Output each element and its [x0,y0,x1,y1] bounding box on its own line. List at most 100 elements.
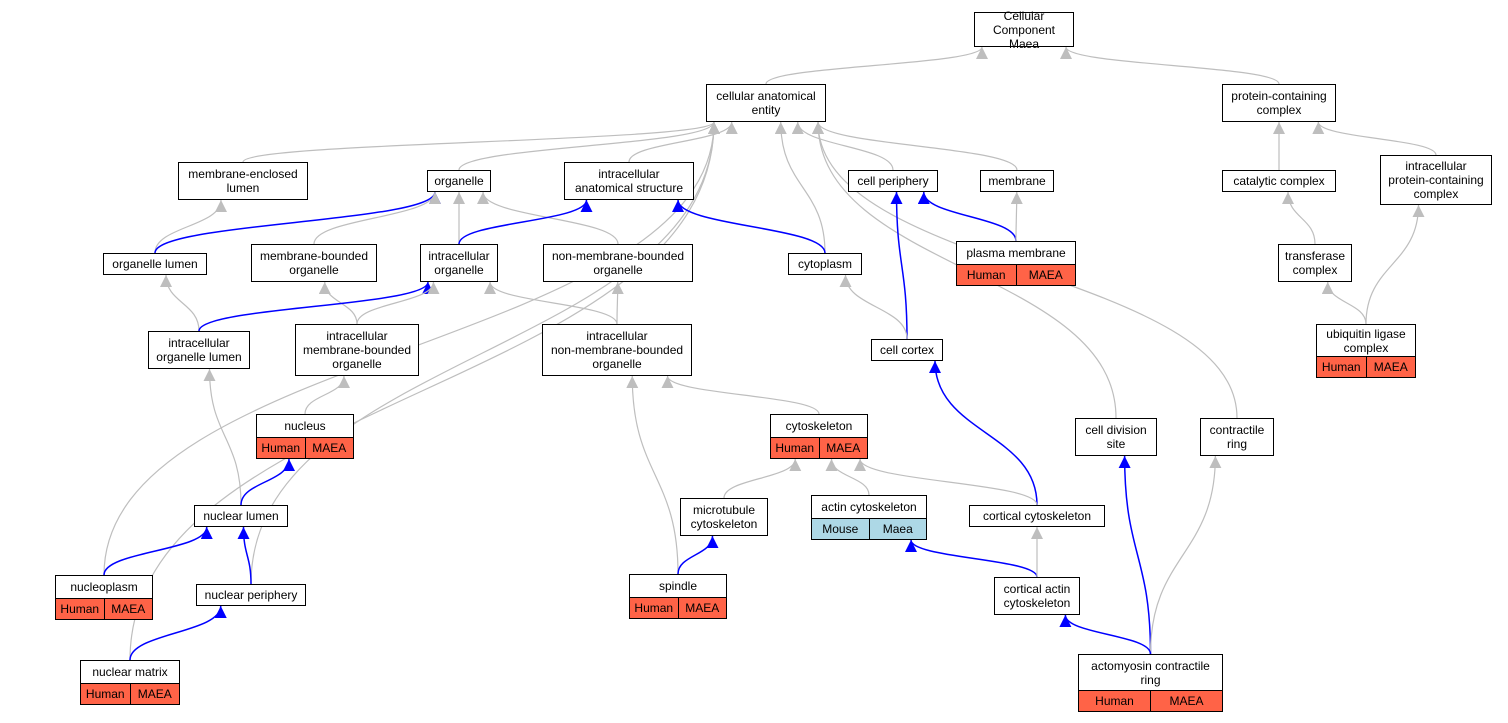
term-label: nuclear matrix [92,665,168,679]
edge-nmbo-to-org [477,191,619,245]
edge-npl-to-nlum [103,526,213,576]
edge-amcr-to-cacsk [1059,614,1152,655]
term-node-nper[interactable]: nuclear periphery [196,584,306,606]
edge-amcr-to-cr [1149,455,1222,655]
species-tag: Mouse [812,519,869,539]
term-node-nmbo[interactable]: non-membrane-bounded organelle [543,244,693,282]
edge-mtc-to-cysk [723,458,802,499]
species-tag: Human [56,599,104,619]
term-node-mem[interactable]: membrane [980,170,1054,192]
edge-io-to-ias [458,199,593,245]
term-node-mbo[interactable]: membrane-bounded organelle [251,244,377,282]
term-node-mel[interactable]: membrane-enclosed lumen [178,162,308,200]
term-label: plasma membrane [966,246,1066,260]
species-tag: Human [771,438,819,458]
term-label: spindle [658,579,698,593]
term-node-cper[interactable]: cell periphery [848,170,938,192]
edge-iol-to-orglum [160,274,200,332]
edge-cyto-to-cae [774,121,826,254]
edge-ipcc-to-pcc [1312,121,1437,156]
edge-ccsk-to-cysk [854,458,1038,506]
term-node-iol[interactable]: intracellular organelle lumen [148,331,250,369]
edge-imbo-to-io [356,281,440,325]
gene-tag: MAEA [1015,265,1075,285]
species-tag: Human [81,684,130,704]
edge-nmat-to-nper [129,605,227,661]
term-label: organelle [434,174,484,188]
term-label: intracellular protein-containing complex [1388,159,1484,201]
term-node-pcc[interactable]: protein-containing complex [1222,84,1336,122]
term-node-mtc[interactable]: microtubule cytoskeleton [680,498,768,536]
term-label: cell division site [1085,423,1147,451]
edge-nper-to-nlum [237,526,252,585]
term-label: cell cortex [879,343,935,357]
edge-inmbo-to-nmbo [611,281,624,325]
term-label: nucleus [284,419,326,433]
term-node-org[interactable]: organelle [427,170,491,192]
edge-ulc-to-trans [1321,281,1367,325]
term-label: cytoskeleton [785,419,853,433]
term-label: transferase complex [1284,249,1346,277]
term-node-ipcc[interactable]: intracellular protein-containing complex [1380,155,1492,205]
term-label: nuclear periphery [204,588,298,602]
edge-ias-to-cae [628,121,738,163]
gene-tag: MAEA [1365,357,1415,377]
gene-tag: MAEA [103,599,152,619]
species-tag: Human [1317,357,1366,377]
species-tag: Human [257,438,305,458]
term-node-cr[interactable]: contractile ring [1200,418,1274,456]
term-node-ccor[interactable]: cell cortex [871,339,943,361]
term-node-cyto[interactable]: cytoplasm [788,253,862,275]
edge-nlum-to-iol [203,368,242,506]
term-node-orglum[interactable]: organelle lumen [103,253,207,275]
edge-cysk-to-inmbo [661,375,820,415]
species-tag: Human [630,598,678,618]
edge-trans-to-cat [1282,191,1316,245]
edge-mel-to-cae [242,121,720,163]
term-label: protein-containing complex [1231,89,1327,117]
edge-pcc-to-root [1060,46,1280,85]
edge-spin-to-mtc [677,535,719,575]
term-node-root[interactable]: Cellular Component Maea [974,8,1074,51]
term-node-ccsk[interactable]: cortical cytoskeleton [969,505,1105,527]
edge-inmbo-to-io [484,281,618,325]
term-node-inmbo[interactable]: intracellular non-membrane-bounded organ… [542,324,692,376]
term-label: cellular anatomical entity [716,89,816,117]
edge-amcr-to-cds [1118,455,1152,655]
edge-nmat-to-cae [129,121,720,661]
term-label: intracellular non-membrane-bounded organ… [550,329,684,371]
term-node-cat[interactable]: catalytic complex [1222,170,1336,192]
term-label: catalytic complex [1233,174,1325,188]
gene-tag: MAEA [304,438,353,458]
term-label: cell periphery [857,174,929,188]
term-label: cortical actin cytoskeleton [1003,582,1071,610]
edge-nuc-to-imbo [304,375,350,415]
term-label: membrane [988,174,1046,188]
edge-mem-to-cae [812,121,1018,171]
term-label: organelle lumen [112,257,198,271]
term-node-io[interactable]: intracellular organelle [420,244,498,282]
term-node-imbo[interactable]: intracellular membrane-bounded organelle [295,324,419,376]
term-node-trans[interactable]: transferase complex [1278,244,1352,282]
term-node-cds[interactable]: cell division site [1075,418,1157,456]
term-label: Cellular Component Maea [992,8,1056,51]
edge-ccsk-to-ccor [929,360,1038,506]
gene-tag: MAEA [129,684,179,704]
edge-org-to-cae [458,121,720,171]
term-node-cae[interactable]: cellular anatomical entity [706,84,826,122]
term-node-ias[interactable]: intracellular anatomical structure [564,162,694,200]
term-node-cacsk[interactable]: cortical actin cytoskeleton [994,577,1080,615]
term-node-nlum[interactable]: nuclear lumen [194,505,288,527]
